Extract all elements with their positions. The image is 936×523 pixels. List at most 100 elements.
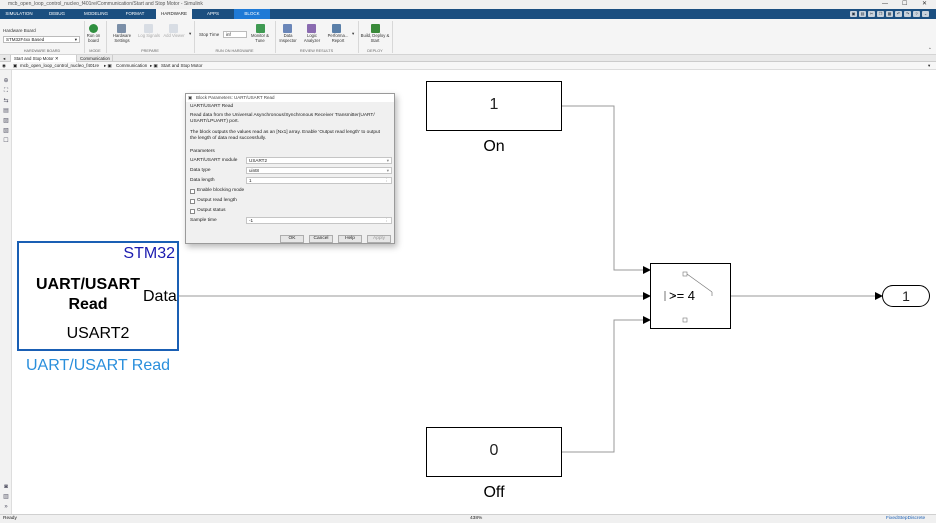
close-button[interactable]: ✕ <box>922 1 928 7</box>
tab-apps[interactable]: APPS <box>206 11 219 16</box>
dialog-title-bar[interactable]: ▣ Block Parameters: UART/USART Read <box>186 94 394 102</box>
outport-block[interactable]: 1 <box>882 285 930 307</box>
hardware-board-dropdown[interactable]: STM32F4xx Based▾ <box>3 36 80 43</box>
monitor-tune-button[interactable]: Monitor & Tune <box>251 33 269 43</box>
tab-start-and-stop-motor[interactable]: Start and Stop Motor ✕ <box>11 55 77 62</box>
help-button[interactable]: Help <box>338 235 362 243</box>
constant-on-label[interactable]: On <box>483 138 505 155</box>
dialog-description-line4: the length of data read successfully. <box>190 136 267 141</box>
output-status-label: Output status <box>197 208 226 213</box>
fit-view-icon[interactable]: ⛶ <box>3 88 9 94</box>
zoom-in-icon[interactable]: ⊕ <box>3 78 9 84</box>
add-viewer-button[interactable]: Add Viewer <box>163 33 185 38</box>
uart-block-module: USART2 <box>66 325 130 342</box>
tab-format[interactable]: FORMAT <box>125 11 145 16</box>
image-icon[interactable]: ▨ <box>3 118 9 124</box>
blocking-mode-checkbox[interactable] <box>190 189 195 194</box>
chevron-right-icon: ▸ ▣ <box>104 63 112 68</box>
chevron-down-icon[interactable]: ▾ <box>928 63 931 68</box>
redo-quick-icon[interactable]: ↷ <box>904 11 911 17</box>
back-icon[interactable]: ◉ <box>2 63 6 68</box>
constant-on-value: 1 <box>489 96 499 113</box>
sampletime-value: -1 <box>249 218 254 223</box>
gallery-expand-icon[interactable]: ▾ <box>352 31 355 36</box>
save-quick-icon[interactable]: ▣ <box>850 11 857 17</box>
arrow-route-icon[interactable]: ⇆ <box>3 98 9 104</box>
log-signals-button[interactable]: Log Signals <box>138 33 160 38</box>
constant-on-block[interactable]: 1 <box>426 81 562 131</box>
uart-block-name: UART/USART Read <box>29 275 147 315</box>
run-on-board-button[interactable]: Run on board <box>86 33 101 43</box>
group-label-mode: MODE <box>89 49 101 53</box>
output-status-checkbox[interactable] <box>190 209 195 214</box>
tab-nav-icon[interactable]: ◂ <box>0 55 11 62</box>
signal-lines <box>178 105 883 453</box>
tab-modeling[interactable]: MODELING <box>83 11 108 16</box>
expand-panel-icon[interactable]: » <box>4 504 8 510</box>
help-quick-icon[interactable]: ? <box>913 11 920 17</box>
undo-quick-icon[interactable]: ↶ <box>895 11 902 17</box>
uart-read-block[interactable]: STM32 UART/USART Read Data USART2 <box>17 241 179 351</box>
maximize-button[interactable]: ☐ <box>902 1 908 7</box>
panel-icon[interactable]: ▥ <box>3 494 9 500</box>
constant-off-block[interactable]: 0 <box>426 427 562 477</box>
sampletime-input[interactable]: -1 ⋮ <box>246 217 392 224</box>
data-inspector-button[interactable]: Data Inspector <box>279 33 297 43</box>
read-length-checkbox[interactable] <box>190 199 195 204</box>
stop-time-input[interactable]: inf <box>223 31 247 38</box>
module-label: UART/USART module <box>190 158 238 163</box>
cancel-button[interactable]: Cancel <box>309 235 333 243</box>
group-label-run-on-hardware: RUN ON HARDWARE <box>215 49 254 53</box>
minimize-button[interactable]: — <box>882 1 888 7</box>
logic-analyzer-button[interactable]: Logic Analyzer <box>303 33 321 43</box>
more-options-icon[interactable]: ⋮ <box>384 178 389 183</box>
solver-link[interactable]: FixedStepDiscrete <box>886 516 926 521</box>
close-tab-icon[interactable]: ✕ <box>54 56 59 61</box>
tab-simulation[interactable]: SIMULATION <box>5 11 33 16</box>
cut-quick-icon[interactable]: ✂ <box>868 11 875 17</box>
model-canvas[interactable]: STM32 UART/USART Read Data USART2 UART/U… <box>12 70 936 514</box>
breadcrumb: ◉ ▣ mcb_open_loop_control_nucleo_f401re … <box>0 62 936 70</box>
ribbon-separator <box>392 21 393 53</box>
stop-time-label: Stop Time <box>199 32 220 37</box>
constant-off-label[interactable]: Off <box>483 484 505 501</box>
collapse-ribbon-icon[interactable]: ⌃ <box>928 47 932 52</box>
datalength-value: 1 <box>249 178 252 183</box>
print-quick-icon[interactable]: ▤ <box>859 11 866 17</box>
expand-quick-icon[interactable]: ⌄ <box>922 11 929 17</box>
checkbox-icon[interactable]: ☐ <box>3 138 9 144</box>
build-deploy-button[interactable]: Build, Deploy & Start <box>360 33 390 43</box>
hardware-settings-button[interactable]: Hardware Settings <box>112 33 132 43</box>
copy-quick-icon[interactable]: ❐ <box>877 11 884 17</box>
tab-communication[interactable]: Communication <box>77 55 113 62</box>
camera-icon[interactable]: ◙ <box>4 484 8 490</box>
ok-button[interactable]: OK <box>280 235 304 243</box>
gallery-expand-icon[interactable]: ▾ <box>189 31 192 36</box>
more-options-icon[interactable]: ⋮ <box>384 218 389 223</box>
ribbon-separator <box>358 21 359 53</box>
tab-block[interactable]: BLOCK <box>234 9 270 19</box>
tab-debug[interactable]: DEBUG <box>48 11 65 16</box>
annotation-icon[interactable]: ▤ <box>3 108 9 114</box>
datalength-input[interactable]: 1⋮ <box>246 177 392 184</box>
tab-hardware[interactable]: HARDWARE <box>156 9 192 19</box>
outport-number: 1 <box>902 288 910 304</box>
ribbon-separator <box>194 21 195 53</box>
uart-block-title: STM32 <box>123 245 175 262</box>
apply-button[interactable]: Apply <box>367 235 391 243</box>
breadcrumb-item-communication[interactable]: Communication <box>116 63 148 68</box>
uart-block-port-label: Data <box>143 288 177 305</box>
switch-block[interactable]: >= 4 <box>650 263 731 329</box>
uart-block-caption[interactable]: UART/USART Read <box>26 357 171 374</box>
performance-report-button[interactable]: Performa... Report <box>327 33 349 43</box>
group-label-prepare: PREPARE <box>141 49 159 53</box>
module-select[interactable]: USART2▾ <box>246 157 392 164</box>
breadcrumb-item-model[interactable]: mcb_open_loop_control_nucleo_f401re <box>20 63 100 68</box>
datatype-select[interactable]: uint8▾ <box>246 167 392 174</box>
datatype-value: uint8 <box>249 168 259 173</box>
area-icon[interactable]: ▧ <box>3 128 9 134</box>
canvas-left-toolbar: ⊕ ⛶ ⇆ ▤ ▨ ▧ ☐ ◙ ▥ » <box>0 70 12 514</box>
paste-quick-icon[interactable]: ▦ <box>886 11 893 17</box>
breadcrumb-item-start-stop[interactable]: Start and Stop Motor <box>161 63 203 68</box>
group-label-hardware-board: HARDWARE BOARD <box>23 49 61 53</box>
